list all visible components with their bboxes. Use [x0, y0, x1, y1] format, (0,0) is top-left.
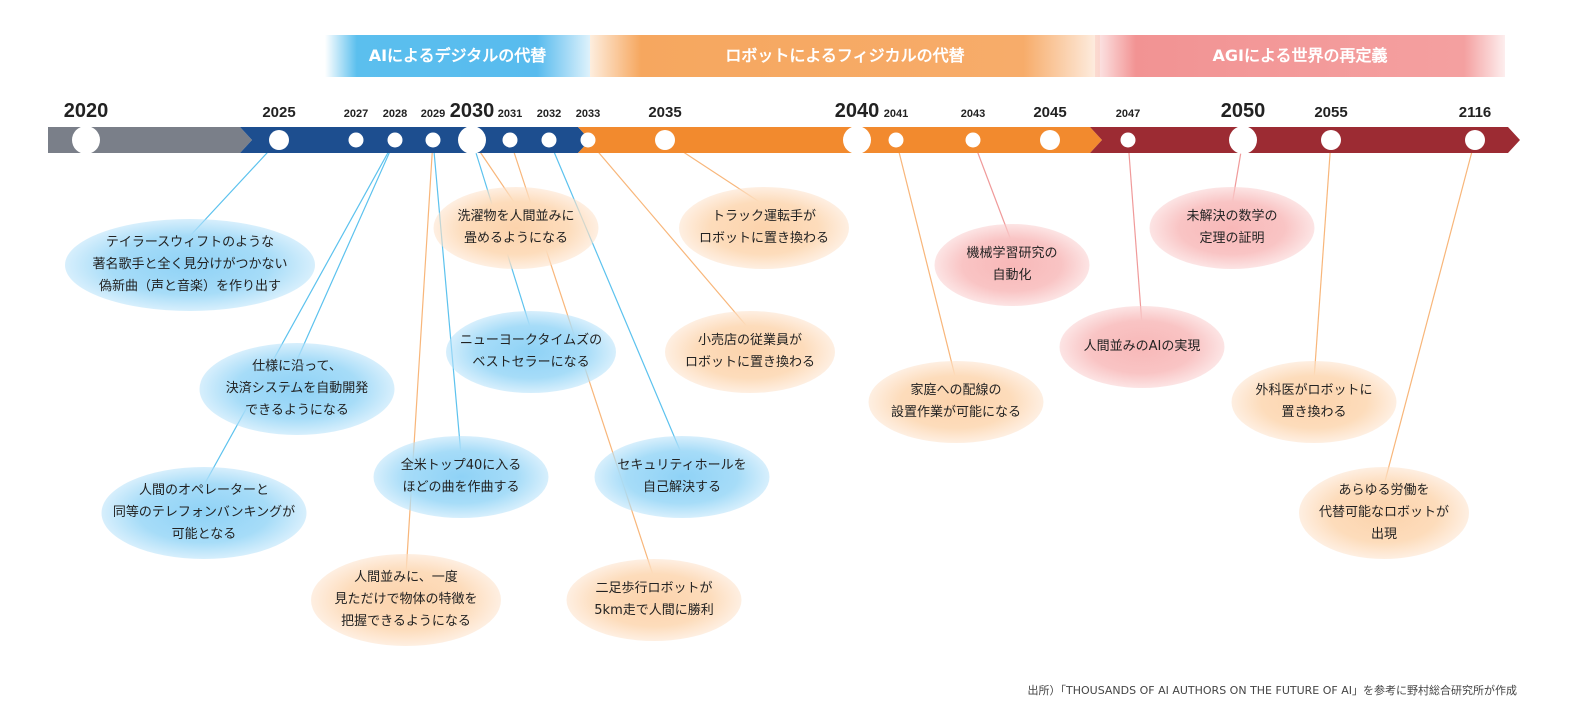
- year-dot-2027: [348, 132, 364, 148]
- year-label-2025: 2025: [262, 104, 296, 121]
- connector-line-16: [1383, 139, 1476, 486]
- connector-line-9: [587, 139, 751, 331]
- milestone-text: 人間のオペレーターと 同等のテレフォンバンキングが 可能となる: [112, 483, 296, 542]
- milestone-text: ニューヨークタイムズの ベストセラーになる: [459, 333, 603, 370]
- milestone-text: 小売店の従業員が ロボットに置き換わる: [684, 333, 815, 370]
- milestone-text: 全米トップ40に入る ほどの曲を作曲する: [400, 458, 522, 495]
- year-label-2020: 2020: [63, 100, 109, 122]
- source-note: 出所）「THOUSANDS OF AI AUTHORS ON THE FUTUR…: [1027, 684, 1518, 697]
- milestone-bubble: 人間のオペレーターと 同等のテレフォンバンキングが 可能となる: [101, 467, 307, 559]
- milestone-bubble: 家庭への配線の 設置作業が可能になる: [868, 361, 1044, 443]
- year-dot-2032: [541, 132, 557, 148]
- milestone-bubble: トラック運転手が ロボットに置き換わる: [679, 187, 849, 269]
- milestone-bubble: テイラースウィフトのような 著名歌手と全く見分けがつかない 偽新曲（声と音楽）を…: [65, 219, 315, 311]
- era-banner-agi-redefine: AGIによる世界の再定義: [1095, 35, 1505, 77]
- year-label-2040: 2040: [834, 100, 880, 122]
- year-dot-2040: [843, 126, 871, 154]
- year-label-2041: 2041: [883, 108, 909, 120]
- year-dot-2035: [655, 130, 675, 150]
- milestone-bubble: 未解決の数学の 定理の証明: [1149, 187, 1315, 269]
- milestone-text: あらゆる労働を 代替可能なロボットが 出現: [1318, 483, 1449, 542]
- milestone-text: 外科医がロボットに 置き換わる: [1255, 383, 1373, 420]
- year-label-2030: 2030: [449, 100, 495, 122]
- year-dot-2055: [1321, 130, 1341, 150]
- year-dot-2043: [965, 132, 981, 148]
- milestone-bubble: 人間並みに、一度 見ただけで物体の特徴を 把握できるようになる: [311, 554, 501, 646]
- year-label-2029: 2029: [420, 108, 446, 120]
- milestone-bubble: 洗濯物を人間並みに 畳めるようになる: [433, 187, 599, 269]
- year-dot-2033: [580, 132, 596, 148]
- milestone-text: 人間並みのAIの実現: [1083, 339, 1201, 354]
- year-dot-2029: [425, 132, 441, 148]
- year-dot-2047: [1120, 132, 1136, 148]
- connector-line-2: [203, 139, 396, 486]
- milestone-bubble: 外科医がロボットに 置き換わる: [1231, 361, 1397, 443]
- year-label-2027: 2027: [343, 108, 369, 120]
- milestone-text: 家庭への配線の 設置作業が可能になる: [890, 383, 1021, 420]
- connector-line-13: [1127, 139, 1143, 326]
- year-label-2035: 2035: [648, 104, 682, 121]
- connector-line-15: [1313, 139, 1332, 381]
- milestone-bubble: 機械学習研究の 自動化: [934, 224, 1090, 306]
- milestone-text: 仕様に沿って、 決済システムを自動開発 できるようになる: [225, 359, 369, 418]
- year-dot-2116: [1465, 130, 1485, 150]
- year-dot-2028: [387, 132, 403, 148]
- milestone-bubble: 全米トップ40に入る ほどの曲を作曲する: [373, 436, 549, 518]
- milestone-bubble: 二足歩行ロボットが 5km走で人間に勝利: [566, 559, 742, 641]
- year-label-2116: 2116: [1458, 104, 1492, 121]
- milestone-text: 未解決の数学の 定理の証明: [1186, 209, 1278, 246]
- year-label-2031: 2031: [497, 108, 523, 120]
- milestone-bubble: セキュリティホールを 自己解決する: [594, 436, 770, 518]
- year-dot-2020: [72, 126, 100, 154]
- year-label-2033: 2033: [575, 108, 601, 120]
- year-dot-2050: [1229, 126, 1257, 154]
- connector-line-3: [432, 139, 462, 456]
- year-label-2047: 2047: [1115, 108, 1141, 120]
- connector-line-8: [548, 139, 683, 456]
- year-dot-2045: [1040, 130, 1060, 150]
- milestone-text: 洗濯物を人間並みに 畳めるようになる: [457, 209, 575, 246]
- connector-line-1: [296, 139, 396, 361]
- era-banner-ai-digital: AIによるデジタルの代替: [325, 35, 590, 77]
- milestone-text: テイラースウィフトのような 著名歌手と全く見分けがつかない 偽新曲（声と音楽）を…: [92, 235, 288, 294]
- year-label-2028: 2028: [382, 108, 408, 120]
- year-dot-2030: [458, 126, 486, 154]
- year-label-2045: 2045: [1033, 104, 1067, 121]
- year-label-2055: 2055: [1314, 104, 1348, 121]
- milestone-text: セキュリティホールを 自己解決する: [617, 458, 747, 495]
- milestone-text: 機械学習研究の 自動化: [966, 246, 1058, 283]
- segment-red: [1090, 127, 1520, 153]
- connector-line-11: [895, 139, 957, 381]
- milestone-bubble: 人間並みのAIの実現: [1059, 306, 1225, 388]
- year-label-2043: 2043: [960, 108, 986, 120]
- segment-blue: [240, 127, 590, 153]
- milestone-text: 二足歩行ロボットが 5km走で人間に勝利: [594, 581, 714, 618]
- milestone-text: 人間並みに、一度 見ただけで物体の特徴を 把握できるようになる: [334, 570, 478, 629]
- year-dot-2031: [502, 132, 518, 148]
- year-dot-2025: [269, 130, 289, 150]
- year-label-2050: 2050: [1220, 100, 1266, 122]
- milestone-bubble: 小売店の従業員が ロボットに置き換わる: [665, 311, 835, 393]
- milestone-bubble: ニューヨークタイムズの ベストセラーになる: [446, 311, 616, 393]
- year-label-2032: 2032: [536, 108, 562, 120]
- milestone-text: トラック運転手が ロボットに置き換わる: [698, 209, 829, 246]
- milestone-bubble: 仕様に沿って、 決済システムを自動開発 できるようになる: [199, 343, 395, 435]
- milestone-bubble: あらゆる労働を 代替可能なロボットが 出現: [1299, 467, 1469, 559]
- segment-gray: [48, 127, 252, 153]
- era-banner-robot-physical: ロボットによるフィジカルの代替: [590, 35, 1100, 77]
- year-dot-2041: [888, 132, 904, 148]
